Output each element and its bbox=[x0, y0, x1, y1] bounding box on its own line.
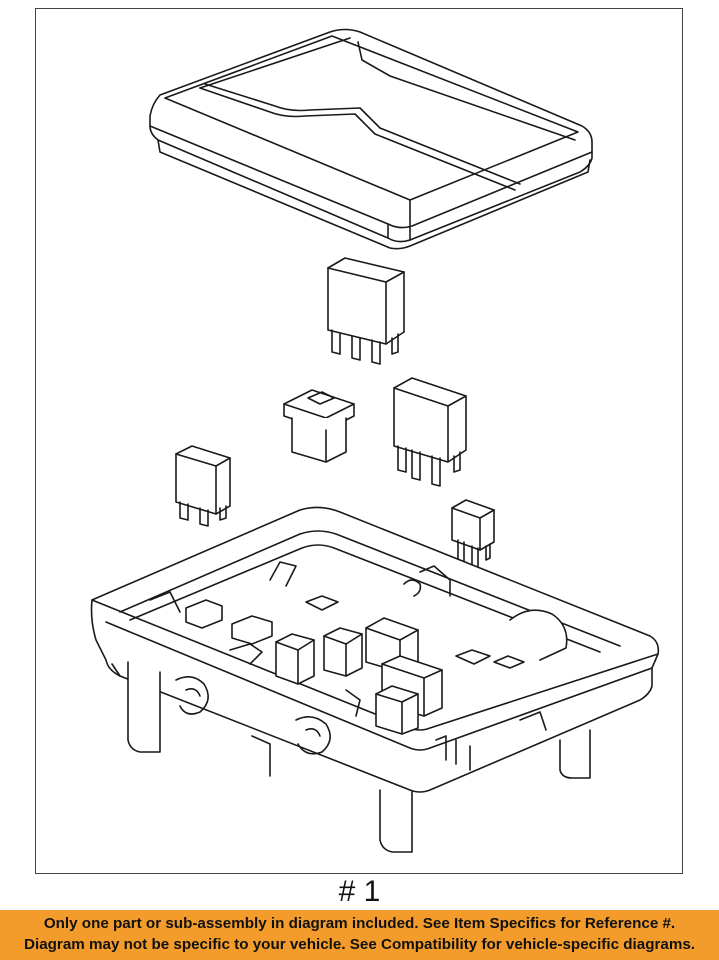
fuse-box-cover bbox=[149, 28, 593, 250]
large-relay-top bbox=[327, 257, 405, 365]
disclaimer-banner: Only one part or sub-assembly in diagram… bbox=[0, 910, 719, 960]
reference-number: # 1 bbox=[338, 875, 381, 908]
fuse-block-base bbox=[90, 506, 660, 853]
small-relay-left bbox=[175, 445, 231, 527]
diagram-frame bbox=[35, 8, 683, 874]
micro-relay bbox=[451, 499, 495, 577]
parts-diagram bbox=[90, 28, 660, 853]
large-relay-right bbox=[393, 377, 467, 487]
mini-fuse bbox=[283, 389, 355, 463]
disclaimer-line-1: Only one part or sub-assembly in diagram… bbox=[43, 915, 676, 932]
disclaimer-line-2: Diagram may not be specific to your vehi… bbox=[24, 936, 695, 953]
